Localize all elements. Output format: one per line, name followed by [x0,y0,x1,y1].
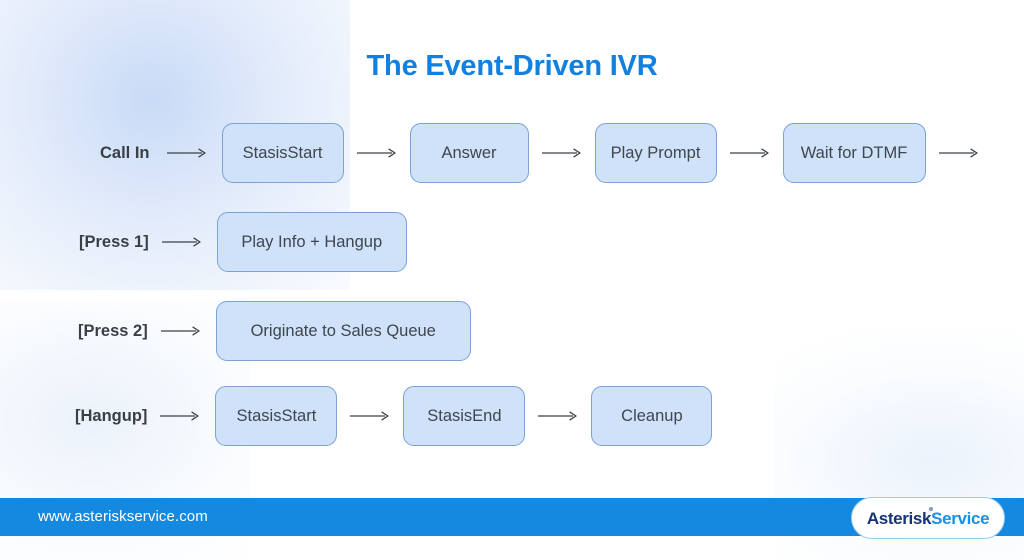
flow-node[interactable]: Play Info + Hangup [216,212,407,272]
right-arrow-icon [166,146,208,160]
right-arrow-icon [160,324,202,338]
flow-node[interactable]: Answer [409,123,529,183]
brand-logo[interactable]: AsteriskService [851,497,1005,539]
brand-logo-text: AsteriskService [866,506,990,528]
flow-row-press-1: [Press 1] Play Info + Hangup [79,212,407,272]
flow-row-hangup: [Hangup] StasisStart StasisEnd [75,386,713,446]
brand-logo-dot-icon [928,506,933,511]
flow-node-label: Wait for DTMF [800,143,908,162]
right-arrow-icon [729,146,771,160]
flow-node[interactable]: Cleanup [591,386,713,446]
footer-website-url[interactable]: www.asteriskservice.com [38,508,208,525]
flow-row-press-2: [Press 2] Originate to Sales Queue [78,301,471,361]
flow-row-label: Call In [100,143,150,162]
right-arrow-icon [356,146,398,160]
right-arrow-icon [541,146,583,160]
right-arrow-icon [159,409,201,423]
right-arrow-icon [161,235,203,249]
flow-node-label: Play Prompt [610,143,701,162]
flow-node-label: Answer [441,143,497,162]
brand-logo-part-two: Service [931,508,990,528]
flow-node[interactable]: Wait for DTMF [782,123,926,183]
brand-logo-part-one: Asterisk [866,508,932,528]
right-arrow-icon [938,146,980,160]
right-arrow-icon [349,409,391,423]
flow-node-label: StasisEnd [427,406,502,425]
flow-node[interactable]: Originate to Sales Queue [215,301,471,361]
flow-row-call-in: Call In StasisStart Answer Play [100,123,980,183]
right-arrow-icon [537,409,579,423]
flow-node-label: Play Info + Hangup [241,232,383,251]
flow-node[interactable]: Play Prompt [594,123,717,183]
flow-node-label: StasisStart [236,406,317,425]
page-title: The Event-Driven IVR [366,50,658,82]
flow-node-label: Cleanup [621,406,683,425]
flow-node[interactable]: StasisStart [221,123,344,183]
flow-node[interactable]: StasisStart [215,386,338,446]
flow-row-label: [Press 1] [79,232,149,251]
flow-node-label: StasisStart [242,143,323,162]
flow-node-label: Originate to Sales Queue [250,321,436,340]
flow-node[interactable]: StasisEnd [403,386,526,446]
flow-row-label: [Press 2] [78,321,148,340]
flow-row-label: [Hangup] [75,406,148,425]
